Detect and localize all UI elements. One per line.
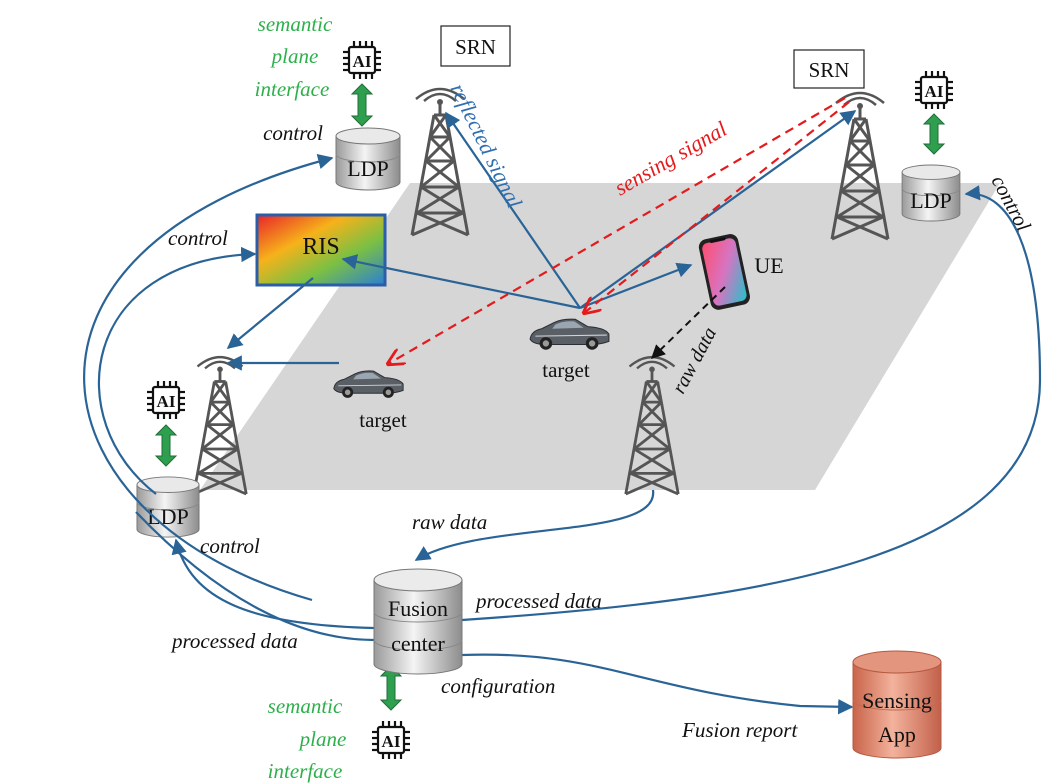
control-top-label: control xyxy=(263,121,323,145)
ris-to-tower-arrow xyxy=(226,277,314,349)
ris-panel xyxy=(255,213,387,287)
srn-right-box xyxy=(793,49,865,89)
semantic-label-top-1: semantic xyxy=(258,12,333,36)
control-ris-label: control xyxy=(168,226,228,250)
semantic-label-top-2: plane xyxy=(270,44,319,68)
control-right-label: control xyxy=(987,171,1036,235)
sensing-app-label-1: Sensing xyxy=(862,688,932,713)
ai-chip-label: AI xyxy=(353,52,372,71)
tower-icon xyxy=(830,91,890,241)
semantic-label-bottom-1: semantic xyxy=(268,694,343,718)
sensing-app-database xyxy=(852,650,942,759)
ue-label: UE xyxy=(754,253,783,278)
green-double-arrow xyxy=(154,424,178,467)
configuration-label: configuration xyxy=(441,674,555,698)
fusion-report-arrow xyxy=(461,653,854,715)
ris-label: RIS xyxy=(302,234,339,260)
raw-data-bottom-label: raw data xyxy=(412,510,487,534)
fusion-center-label-1: Fusion xyxy=(388,596,448,621)
raw-data-bottom-arrow xyxy=(414,489,655,561)
semantic-label-bottom-3: interface xyxy=(268,759,343,783)
control-arrow-top xyxy=(83,154,334,602)
fusion-center-label-2: center xyxy=(391,631,445,656)
processed-data-left-arrow xyxy=(135,511,375,642)
green-double-arrow xyxy=(379,665,403,711)
processed-data-right-label: processed data xyxy=(474,589,602,613)
srn-left-box xyxy=(440,25,511,67)
srn-left-label: SRN xyxy=(455,35,496,59)
green-double-arrow xyxy=(922,113,946,155)
ai-chip-label: AI xyxy=(382,732,401,751)
ldp-top-label: LDP xyxy=(347,156,389,181)
sensing-signal-arrow xyxy=(388,97,846,364)
control-arrow-left xyxy=(171,538,375,630)
ai-chip-label: AI xyxy=(157,392,176,411)
ue-raw-data-arrow xyxy=(650,286,726,359)
target-center-label: target xyxy=(542,358,590,382)
semantic-label-bottom-2: plane xyxy=(298,727,347,751)
control-arrow-right xyxy=(461,185,1042,622)
reflected-signal-arrow xyxy=(445,111,581,309)
processed-data-left-label: processed data xyxy=(170,629,298,653)
reflected-to-tower-arrow xyxy=(579,110,857,309)
fusion-center-database xyxy=(373,568,463,675)
semantic-label-top-3: interface xyxy=(255,77,330,101)
reflected-to-ris-arrow xyxy=(341,254,581,310)
ai-chip-label: AI xyxy=(925,82,944,101)
green-double-arrow xyxy=(350,83,374,127)
fusion-report-label: Fusion report xyxy=(681,718,798,742)
phone-icon xyxy=(698,234,750,310)
control-arrow-ris xyxy=(97,246,257,495)
tower-icon xyxy=(192,355,248,496)
srn-right-label: SRN xyxy=(809,58,850,82)
control-left-label: control xyxy=(200,534,260,558)
target-left-label: target xyxy=(359,408,407,432)
sensing-app-label-2: App xyxy=(878,722,916,747)
ldp-right-label: LDP xyxy=(910,188,952,213)
sensing-signal-arrow xyxy=(584,101,850,313)
